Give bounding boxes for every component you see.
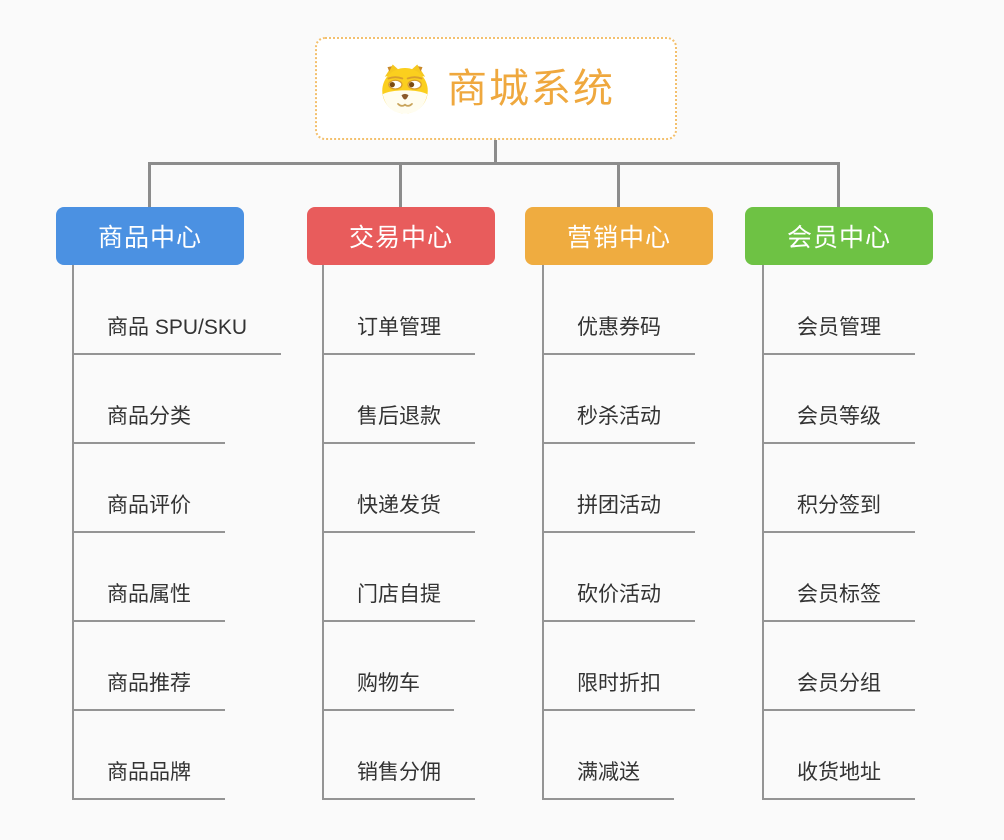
- leaf-node[interactable]: 快递发货: [322, 491, 475, 533]
- leaf-node[interactable]: 商品属性: [72, 580, 225, 622]
- leaf-node[interactable]: 售后退款: [322, 402, 475, 444]
- connector-root-vertical: [494, 140, 497, 164]
- leaf-node[interactable]: 商品品牌: [72, 758, 225, 800]
- leaf-node[interactable]: 会员管理: [762, 313, 915, 355]
- branch-header-trade-center[interactable]: 交易中心: [307, 207, 495, 265]
- leaf-node[interactable]: 商品评价: [72, 491, 225, 533]
- leaf-node[interactable]: 销售分佣: [322, 758, 475, 800]
- leaf-node[interactable]: 订单管理: [322, 313, 475, 355]
- doge-icon: [382, 64, 428, 113]
- leaf-node[interactable]: 限时折扣: [542, 669, 695, 711]
- leaf-node[interactable]: 购物车: [322, 669, 454, 711]
- branch-header-marketing-center[interactable]: 营销中心: [525, 207, 713, 265]
- leaf-node[interactable]: 会员等级: [762, 402, 915, 444]
- connector-horizontal-bus: [148, 162, 840, 165]
- leaf-node[interactable]: 秒杀活动: [542, 402, 695, 444]
- leaf-node[interactable]: 积分签到: [762, 491, 915, 533]
- leaf-node[interactable]: 优惠券码: [542, 313, 695, 355]
- leaf-node[interactable]: 商品分类: [72, 402, 225, 444]
- leaf-node[interactable]: 砍价活动: [542, 580, 695, 622]
- connector-drop-trade: [399, 162, 402, 208]
- leaf-node[interactable]: 会员标签: [762, 580, 915, 622]
- root-node[interactable]: 商城系统: [315, 37, 677, 140]
- root-title: 商城系统: [447, 66, 615, 111]
- connector-drop-product: [148, 162, 151, 208]
- leaf-node[interactable]: 拼团活动: [542, 491, 695, 533]
- leaf-node[interactable]: 收货地址: [762, 758, 915, 800]
- leaf-node[interactable]: 商品推荐: [72, 669, 225, 711]
- connector-drop-marketing: [617, 162, 620, 208]
- leaf-node[interactable]: 门店自提: [322, 580, 475, 622]
- branch-header-product-center[interactable]: 商品中心: [56, 207, 244, 265]
- leaf-node[interactable]: 商品 SPU/SKU: [72, 313, 282, 355]
- leaf-node[interactable]: 会员分组: [762, 669, 915, 711]
- connector-drop-member: [837, 162, 840, 208]
- leaf-node[interactable]: 满减送: [542, 758, 674, 800]
- branch-header-member-center[interactable]: 会员中心: [745, 207, 933, 265]
